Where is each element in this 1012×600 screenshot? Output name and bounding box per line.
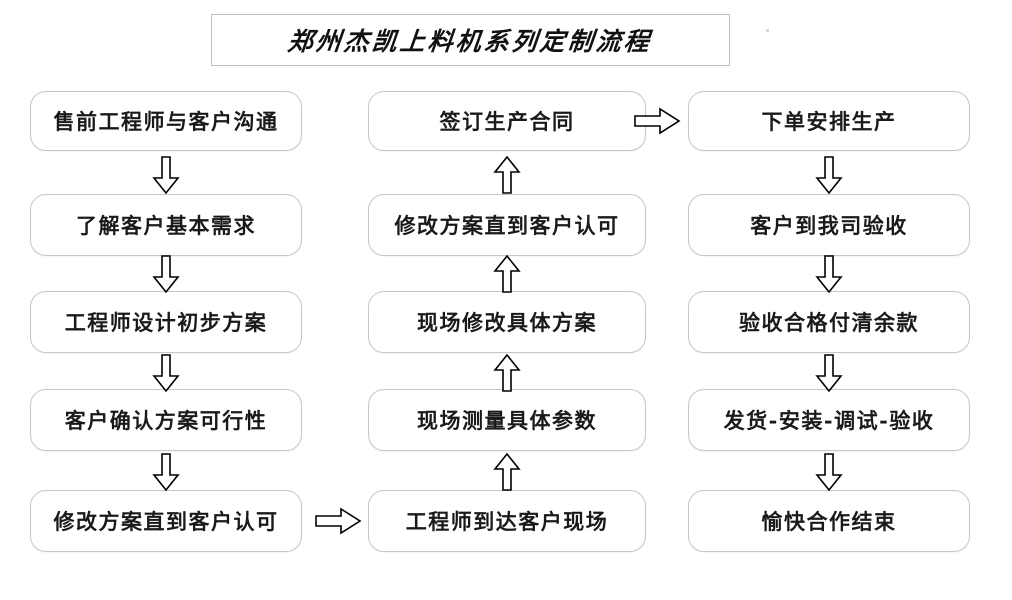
- arrow-down-icon: [152, 255, 180, 294]
- node-right-2[interactable]: 客户到我司验收: [688, 194, 970, 256]
- arrow-up-icon: [493, 452, 521, 491]
- node-label: 发货-安装-调试-验收: [723, 407, 935, 433]
- node-label: 工程师设计初步方案: [64, 309, 268, 335]
- arrow-down-icon: [152, 354, 180, 393]
- node-label: 修改方案直到客户认可: [394, 212, 620, 238]
- arrow-down-icon: [152, 156, 180, 195]
- speck-artifact: [766, 29, 769, 32]
- node-left-3[interactable]: 工程师设计初步方案: [30, 291, 302, 353]
- arrow-down-icon: [815, 255, 843, 294]
- node-left-5[interactable]: 修改方案直到客户认可: [30, 490, 302, 552]
- node-middle-2[interactable]: 修改方案直到客户认可: [368, 194, 646, 256]
- node-label: 售前工程师与客户沟通: [53, 108, 279, 134]
- arrow-right-icon: [634, 107, 681, 135]
- arrow-up-icon: [493, 254, 521, 293]
- node-right-4[interactable]: 发货-安装-调试-验收: [688, 389, 970, 451]
- node-label: 客户到我司验收: [750, 212, 908, 238]
- arrow-down-icon: [815, 354, 843, 393]
- arrow-up-icon: [493, 155, 521, 194]
- node-label: 愉快合作结束: [761, 508, 897, 534]
- node-label: 签订生产合同: [439, 108, 575, 134]
- node-label: 修改方案直到客户认可: [53, 508, 279, 534]
- node-label: 客户确认方案可行性: [64, 407, 268, 433]
- node-right-1[interactable]: 下单安排生产: [688, 91, 970, 151]
- node-label: 下单安排生产: [761, 108, 897, 134]
- node-right-3[interactable]: 验收合格付清余款: [688, 291, 970, 353]
- arrow-down-icon: [815, 453, 843, 492]
- node-middle-5[interactable]: 工程师到达客户现场: [368, 490, 646, 552]
- node-label: 验收合格付清余款: [739, 309, 919, 335]
- node-left-2[interactable]: 了解客户基本需求: [30, 194, 302, 256]
- node-left-4[interactable]: 客户确认方案可行性: [30, 389, 302, 451]
- diagram-title: 郑州杰凯上料机系列定制流程: [286, 27, 654, 56]
- arrow-down-icon: [815, 156, 843, 195]
- node-left-1[interactable]: 售前工程师与客户沟通: [30, 91, 302, 151]
- arrow-down-icon: [152, 453, 180, 492]
- node-middle-4[interactable]: 现场测量具体参数: [368, 389, 646, 451]
- node-label: 现场修改具体方案: [417, 309, 597, 335]
- node-label: 现场测量具体参数: [417, 407, 597, 433]
- node-middle-1[interactable]: 签订生产合同: [368, 91, 646, 151]
- arrow-up-icon: [493, 353, 521, 392]
- node-label: 了解客户基本需求: [76, 212, 256, 238]
- arrow-right-icon: [315, 507, 362, 535]
- node-right-5[interactable]: 愉快合作结束: [688, 490, 970, 552]
- node-middle-3[interactable]: 现场修改具体方案: [368, 291, 646, 353]
- diagram-title-box: 郑州杰凯上料机系列定制流程: [211, 14, 730, 66]
- node-label: 工程师到达客户现场: [405, 508, 609, 534]
